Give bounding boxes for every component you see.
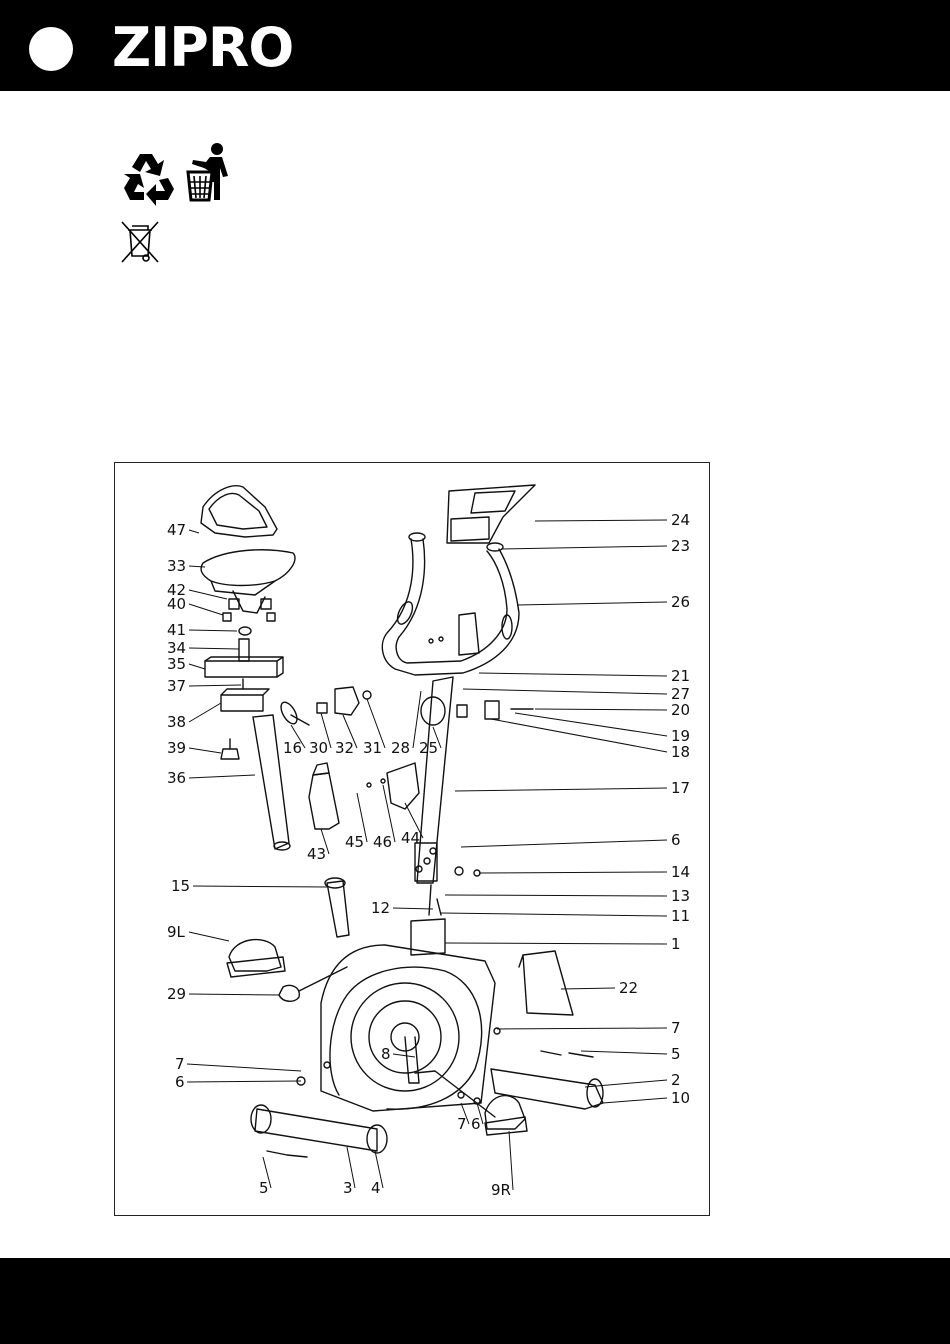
leader-line	[501, 546, 667, 549]
leader-line	[189, 530, 199, 533]
part-label-26: 26	[671, 593, 690, 611]
part-label-8: 8	[381, 1045, 391, 1063]
part-label-6: 6	[175, 1073, 185, 1091]
part-label-13: 13	[671, 887, 690, 905]
part-label-25: 25	[419, 739, 438, 757]
part-label-44: 44	[401, 829, 420, 847]
leader-line	[535, 709, 667, 710]
part-label-31: 31	[363, 739, 382, 757]
diagram-drawing: 4733424041343537383936163032312825434546…	[115, 463, 711, 1217]
part-label-5: 5	[671, 1045, 681, 1063]
leader-line	[479, 872, 667, 873]
part-label-35: 35	[167, 655, 186, 673]
leader-line	[515, 713, 667, 736]
leader-line	[479, 673, 667, 676]
part-label-36: 36	[167, 769, 186, 787]
leader-line	[189, 703, 221, 722]
leader-line	[187, 1081, 301, 1082]
part-label-20: 20	[671, 701, 690, 719]
crossed-out-wheelie-bin-icon	[118, 218, 162, 264]
leader-line	[463, 689, 667, 694]
leader-line	[455, 788, 667, 791]
brand-dot	[29, 27, 73, 71]
part-label-39: 39	[167, 739, 186, 757]
part-label-22: 22	[619, 979, 638, 997]
page-header: ZIPRO	[0, 0, 950, 91]
part-label-16: 16	[283, 739, 302, 757]
leader-line	[189, 604, 223, 615]
leader-line	[189, 994, 279, 995]
brand-logo: ZIPRO	[112, 18, 293, 78]
part-label-6: 6	[471, 1115, 481, 1133]
part-label-9r: 9R	[491, 1181, 511, 1199]
part-label-38: 38	[167, 713, 186, 731]
part-label-2: 2	[671, 1071, 681, 1089]
part-label-28: 28	[391, 739, 410, 757]
leader-line	[535, 520, 667, 521]
part-label-12: 12	[371, 899, 390, 917]
part-label-7: 7	[175, 1055, 185, 1073]
leader-line	[189, 932, 229, 941]
leader-line	[491, 719, 667, 752]
tidy-man-bin-icon	[184, 142, 234, 206]
leader-line	[461, 840, 667, 847]
part-label-45: 45	[345, 833, 364, 851]
part-label-7: 7	[457, 1115, 467, 1133]
part-label-21: 21	[671, 667, 690, 685]
part-label-24: 24	[671, 511, 690, 529]
part-label-32: 32	[335, 739, 354, 757]
part-label-15: 15	[171, 877, 190, 895]
leader-line	[497, 1028, 667, 1029]
part-label-18: 18	[671, 743, 690, 761]
part-label-4: 4	[371, 1179, 381, 1197]
part-label-17: 17	[671, 779, 690, 797]
leader-line	[189, 685, 241, 686]
part-label-30: 30	[309, 739, 328, 757]
leader-line	[189, 566, 205, 567]
part-label-33: 33	[167, 557, 186, 575]
leader-line	[393, 908, 433, 909]
part-label-40: 40	[167, 595, 186, 613]
part-label-47: 47	[167, 521, 186, 539]
part-label-9l: 9L	[167, 923, 186, 941]
leader-line	[585, 1080, 667, 1087]
part-label-41: 41	[167, 621, 186, 639]
part-label-37: 37	[167, 677, 186, 695]
leader-line	[187, 1064, 301, 1071]
page-footer	[0, 1258, 950, 1344]
leader-line	[581, 1051, 667, 1054]
leader-line	[517, 602, 667, 605]
part-label-5: 5	[259, 1179, 269, 1197]
part-label-10: 10	[671, 1089, 690, 1107]
leader-line	[445, 943, 667, 944]
leader-line	[445, 895, 667, 896]
part-label-46: 46	[373, 833, 392, 851]
leader-line	[561, 988, 615, 989]
part-label-29: 29	[167, 985, 186, 1003]
part-label-7: 7	[671, 1019, 681, 1037]
leader-line	[189, 775, 255, 778]
leader-line	[189, 748, 221, 753]
leader-line	[189, 648, 239, 649]
part-label-43: 43	[307, 845, 326, 863]
leader-line	[189, 664, 205, 669]
leader-line	[193, 886, 329, 887]
part-label-1: 1	[671, 935, 681, 953]
part-label-23: 23	[671, 537, 690, 555]
part-label-6: 6	[671, 831, 681, 849]
part-label-14: 14	[671, 863, 690, 881]
leader-line	[603, 1098, 667, 1103]
leader-line	[189, 630, 237, 631]
part-label-11: 11	[671, 907, 690, 925]
recycle-icon	[118, 148, 178, 208]
part-label-3: 3	[343, 1179, 353, 1197]
leader-line	[393, 1054, 415, 1057]
leader-line	[441, 913, 667, 916]
